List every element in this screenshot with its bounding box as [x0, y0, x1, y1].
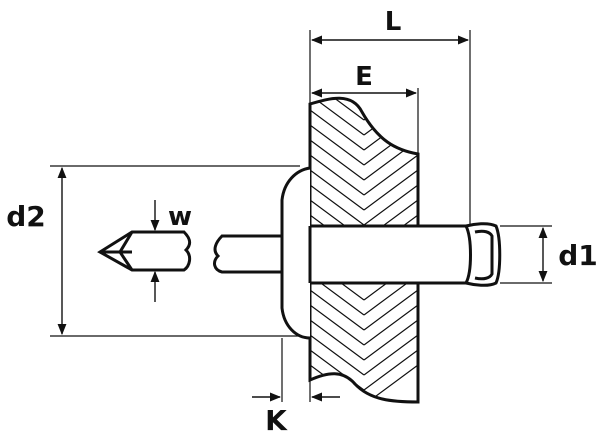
plate-top [308, 96, 420, 228]
rivet-body [308, 224, 466, 285]
label-w: w [168, 202, 192, 232]
label-e: E [355, 62, 373, 92]
label-d1: d1 [558, 239, 598, 272]
extension-lines [50, 30, 552, 402]
label-d2: d2 [6, 200, 46, 233]
label-k: K [265, 404, 288, 437]
mandrel-shank [213, 234, 282, 274]
mandrel-tip [97, 230, 192, 272]
label-l: L [385, 7, 402, 37]
rivet-head [280, 166, 311, 340]
mandrel-head [464, 222, 502, 287]
dimension-lines [57, 35, 548, 402]
